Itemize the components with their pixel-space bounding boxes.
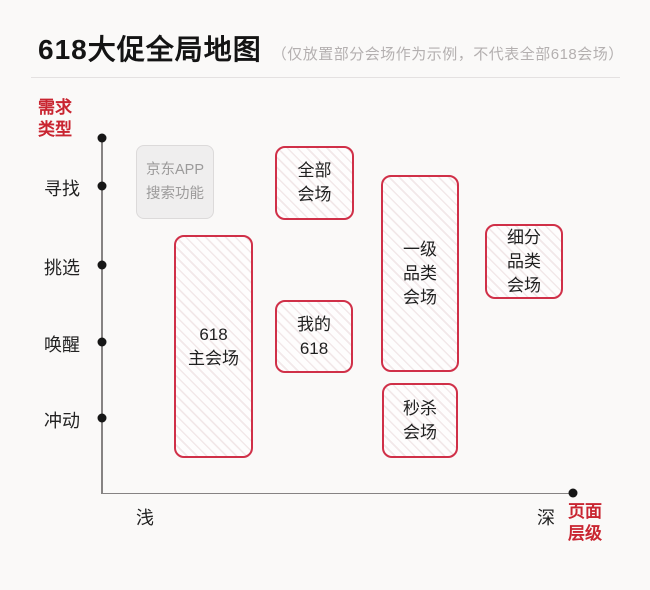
header: 618大促全局地图 （仅放置部分会场作为示例，不代表全部618会场） [38,28,624,68]
y-tick-wake: 唤醒 [44,335,80,355]
node-jd-app-search: 京东APP 搜索功能 [136,145,214,219]
y-tick-seek: 寻找 [44,179,80,199]
y-axis-dot-top [97,133,107,143]
node-flash-sale-venue: 秒杀 会场 [382,383,458,458]
node-my-618: 我的 618 [275,300,353,373]
y-axis-label: 需求 类型 [38,98,72,139]
page-title: 618大促全局地图 [38,34,262,65]
node-first-level-category-venue: 一级 品类 会场 [381,175,459,372]
node-all-venues: 全部 会场 [275,146,354,220]
page-subtitle: （仅放置部分会场作为示例，不代表全部618会场） [271,46,624,63]
y-tick-impulse: 冲动 [44,411,80,431]
x-axis-line [101,492,573,494]
y-axis-dot-wake [97,337,107,347]
y-axis-line [101,138,103,493]
y-axis-dot-pick [97,260,107,270]
x-axis-end-dot [568,488,578,498]
y-axis-dot-impulse [97,413,107,423]
x-axis-max-label: 深 [537,508,555,528]
node-618-main-venue: 618 主会场 [174,235,253,458]
y-tick-pick: 挑选 [44,258,80,278]
x-axis-label: 页面 层级 [568,502,602,543]
node-sub-category-venue: 细分 品类 会场 [485,224,563,299]
header-divider [31,77,620,78]
y-axis-dot-seek [97,181,107,191]
x-axis-min-label: 浅 [136,508,154,528]
